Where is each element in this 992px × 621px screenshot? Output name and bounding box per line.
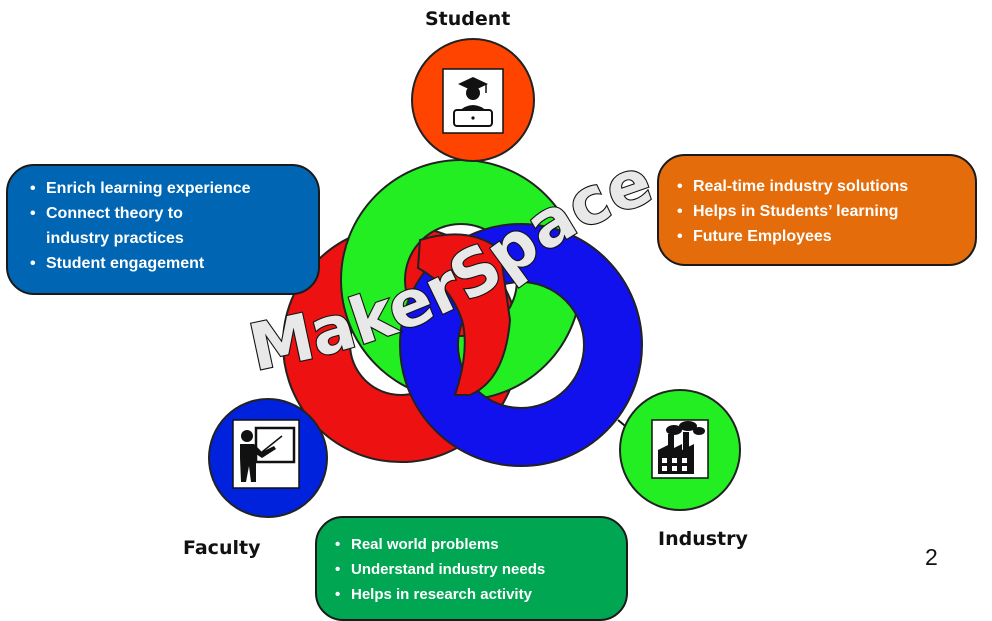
student-benefit-2: Understand industry needs xyxy=(333,557,616,582)
faculty-benefit-2: Connect theory to xyxy=(28,201,308,226)
faculty-benefits-box: Enrich learning experience Connect theor… xyxy=(6,164,320,295)
student-label: Student xyxy=(425,8,511,30)
industry-benefit-3: Future Employees xyxy=(675,224,965,249)
teacher-board-icon xyxy=(232,419,300,489)
industry-benefit-1: Real-time industry solutions xyxy=(675,174,965,199)
faculty-benefit-1: Enrich learning experience xyxy=(28,176,308,201)
faculty-benefit-3: Student engagement xyxy=(28,251,308,276)
student-benefit-1: Real world problems xyxy=(333,532,616,557)
red-center-band xyxy=(416,233,512,396)
industry-label: Industry xyxy=(658,528,748,550)
faculty-label: Faculty xyxy=(183,537,261,559)
graduate-laptop-icon xyxy=(442,68,504,134)
student-benefit-3: Helps in research activity xyxy=(333,582,616,607)
page-number: 2 xyxy=(925,544,938,570)
faculty-benefit-2-cont: industry practices xyxy=(46,230,184,247)
industry-benefit-2: Helps in Students’ learning xyxy=(675,199,965,224)
industry-benefits-box: Real-time industry solutions Helps in St… xyxy=(657,154,977,266)
factory-icon xyxy=(651,419,709,479)
student-benefits-box: Real world problems Understand industry … xyxy=(315,516,628,621)
